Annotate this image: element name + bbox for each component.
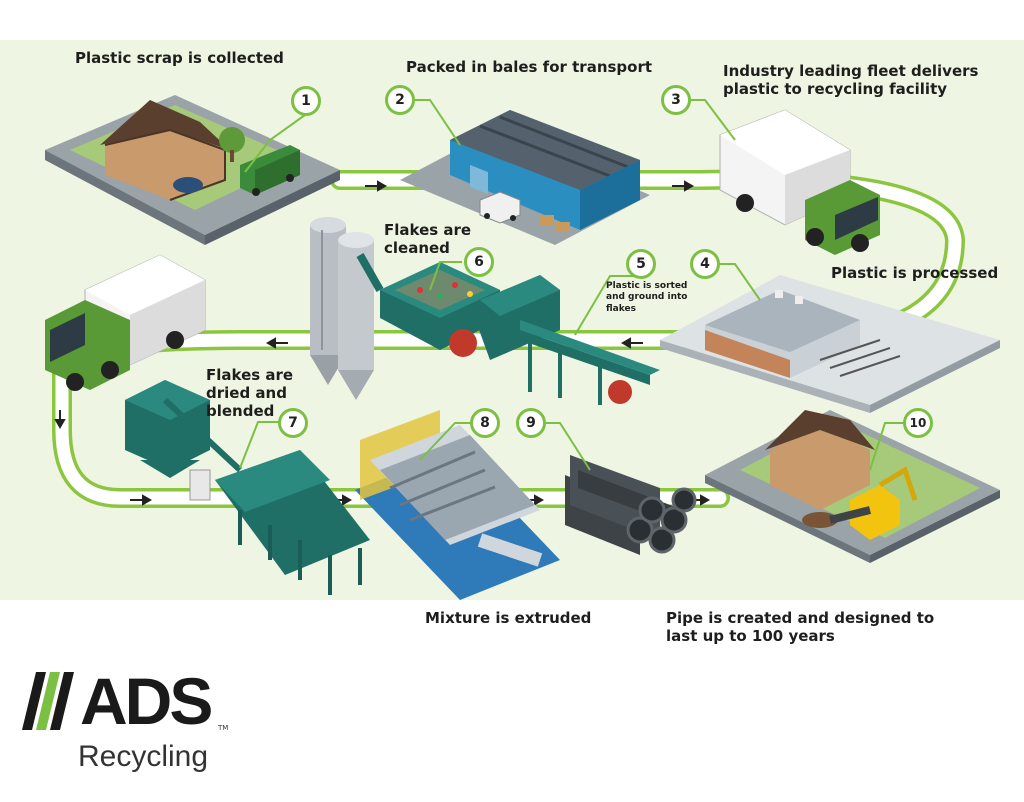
arrow-right-1 (365, 180, 388, 192)
logo-stripes (22, 672, 74, 730)
step-badge-9: 9 (516, 408, 546, 438)
step-badge-1: 1 (291, 86, 321, 116)
arrow-right-3 (130, 494, 153, 506)
step-badge-3: 3 (661, 85, 691, 115)
arrow-down-1 (54, 410, 66, 430)
logo-brand: ADS (80, 664, 213, 738)
scene-return-truck (45, 254, 206, 391)
step-label-8: Mixture is extruded (425, 609, 592, 627)
scene-warehouse (400, 110, 650, 245)
step-label-10: Pipe is created and designed to last up … (666, 609, 935, 645)
step-label-3: Industry leading fleet delivers plastic … (723, 62, 979, 98)
step-badge-6: 6 (464, 247, 494, 277)
step-badge-2: 2 (385, 85, 415, 115)
step-badge-7: 7 (278, 408, 308, 438)
logo-subtitle: Recycling (78, 740, 209, 773)
step-label-4: Plastic is processed (831, 264, 999, 282)
scene-extruder (355, 410, 560, 600)
arrow-left-1 (620, 337, 643, 349)
logo-trademark: TM (218, 724, 229, 732)
scene-fleet-truck (719, 109, 880, 255)
step-label-6: Flakes are cleaned (384, 221, 472, 257)
scene-processing-plant (660, 275, 1000, 413)
flow-arrows (54, 180, 711, 506)
arrow-right-2 (672, 180, 695, 192)
leader-lines (239, 99, 905, 471)
arrow-left-2 (265, 337, 288, 349)
scene-silos (310, 217, 374, 400)
step-badge-10: 10 (903, 408, 933, 438)
step-label-7: Flakes are dried and blended (206, 366, 294, 420)
scene-dryer-blender (125, 380, 370, 595)
scene-collection (45, 95, 340, 245)
step-label-5: Plastic is sorted and ground into flakes (606, 281, 688, 314)
step-badge-4: 4 (690, 249, 720, 279)
ads-recycling-logo: ADS TM Recycling (22, 668, 242, 783)
scene-installation (705, 410, 1000, 563)
scene-washing-line (356, 253, 660, 405)
step-label-1: Plastic scrap is collected (75, 49, 284, 67)
step-label-2: Packed in bales for transport (406, 58, 653, 76)
step-badge-5: 5 (626, 249, 656, 279)
step-badge-8: 8 (470, 408, 500, 438)
scene-pipes (565, 455, 697, 555)
